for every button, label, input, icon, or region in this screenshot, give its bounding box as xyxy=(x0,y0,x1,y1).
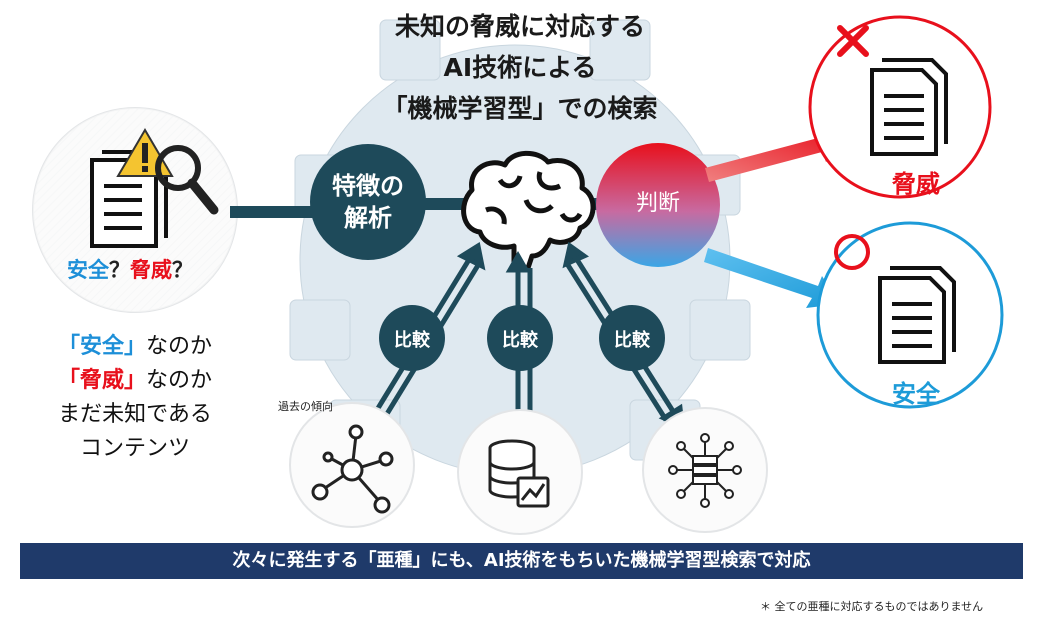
summary-banner: 次々に発生する「亜種」にも、AI技術をもちいた機械学習型検索で対応 xyxy=(20,543,1023,579)
diagram-title: 未知の脅威に対応する AI技術による 「機械学習型」での検索 xyxy=(300,6,740,129)
compare-node-1 xyxy=(379,305,445,371)
brain-icon xyxy=(461,150,596,271)
compare-label-3: 比較 xyxy=(614,330,650,351)
compare-node-3 xyxy=(599,305,665,371)
judgment-node xyxy=(596,143,720,267)
desc-threat-term: 「脅威」 xyxy=(57,368,146,393)
arrow-to-safe xyxy=(704,248,840,308)
footnote: ＊ 全ての亜種に対応するものではありません xyxy=(760,600,984,613)
compare-node-2 xyxy=(487,305,553,371)
question-mark-1: ？ xyxy=(109,258,130,282)
safe-output-label: 安全 xyxy=(892,380,940,408)
circle-mark-icon xyxy=(834,234,870,270)
title-line-1: 未知の脅威に対応する xyxy=(394,12,645,41)
document-icon-threat xyxy=(870,58,948,156)
desc-line-3: まだ未知である xyxy=(58,402,212,427)
analysis-label-line-2: 解析 xyxy=(344,204,392,232)
analysis-node xyxy=(310,144,426,260)
cross-mark-icon xyxy=(837,25,869,57)
analysis-label: 特徴の 解析 xyxy=(318,170,418,234)
desc-line-4: コンテンツ xyxy=(79,436,190,461)
arrow-to-threat xyxy=(705,128,848,182)
desc-line2-rest: なのか xyxy=(146,368,213,393)
question-threat: 脅威 xyxy=(130,258,172,282)
compare-label-2: 比較 xyxy=(502,330,538,351)
title-line-2: AI技術による xyxy=(443,53,597,82)
document-icon-safe xyxy=(878,266,956,364)
question-safe: 安全 xyxy=(67,258,109,282)
question-mark-2: ？ xyxy=(172,258,193,282)
title-line-3: 「機械学習型」での検索 xyxy=(382,94,658,123)
network-icon xyxy=(311,424,394,514)
compare-label-1: 比較 xyxy=(394,330,430,351)
judgment-label: 判断 xyxy=(635,191,680,216)
threat-output-label: 脅威 xyxy=(892,170,940,198)
magnifier-icon xyxy=(155,145,219,215)
content-description: 「安全」なのか 「脅威」なのか まだ未知である コンテンツ xyxy=(20,330,250,466)
desc-safe-term: 「安全」 xyxy=(57,334,146,359)
past-trend-label: 過去の傾向 xyxy=(278,400,333,413)
database-icon xyxy=(488,439,550,508)
analysis-label-line-1: 特徴の xyxy=(332,172,404,200)
desc-line1-rest: なのか xyxy=(146,334,213,359)
input-question-label: 安全？脅威？ xyxy=(30,254,230,284)
server-network-icon xyxy=(668,433,742,508)
